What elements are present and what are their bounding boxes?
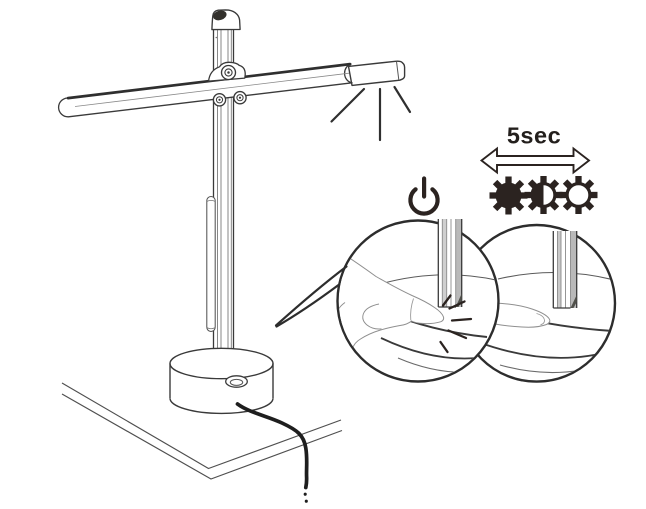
lamp-slider bbox=[206, 195, 216, 333]
hand-pressing bbox=[338, 252, 445, 349]
touch-pole-magnified-2 bbox=[552, 231, 578, 309]
lamp-arm bbox=[57, 62, 353, 118]
touch-pole-magnified-1 bbox=[437, 219, 463, 308]
double-headed-arrow-icon bbox=[479, 146, 591, 175]
lamp-cap bbox=[211, 9, 241, 31]
desk-lamp bbox=[57, 9, 412, 503]
brightness-low-icon bbox=[560, 176, 598, 214]
duration-label: 5sec bbox=[507, 123, 561, 149]
light-rays-icon bbox=[330, 85, 412, 142]
magnifier-pointer bbox=[274, 265, 348, 328]
cord-continuation-dots bbox=[303, 492, 308, 503]
inset-press-button bbox=[336, 219, 500, 383]
finger-holding bbox=[491, 302, 551, 328]
press-burst-icon bbox=[439, 294, 473, 354]
lamp-base bbox=[169, 347, 274, 415]
table-surface bbox=[61, 382, 343, 480]
lamp-pole bbox=[212, 28, 235, 360]
power-icon bbox=[408, 176, 440, 216]
lamp-head bbox=[347, 60, 406, 87]
brightness-high-icon bbox=[490, 177, 528, 215]
control-annotations: 5sec bbox=[408, 123, 598, 216]
power-cord bbox=[235, 402, 309, 503]
arm-joint bbox=[207, 61, 247, 107]
brightness-medium-icon bbox=[525, 176, 563, 214]
